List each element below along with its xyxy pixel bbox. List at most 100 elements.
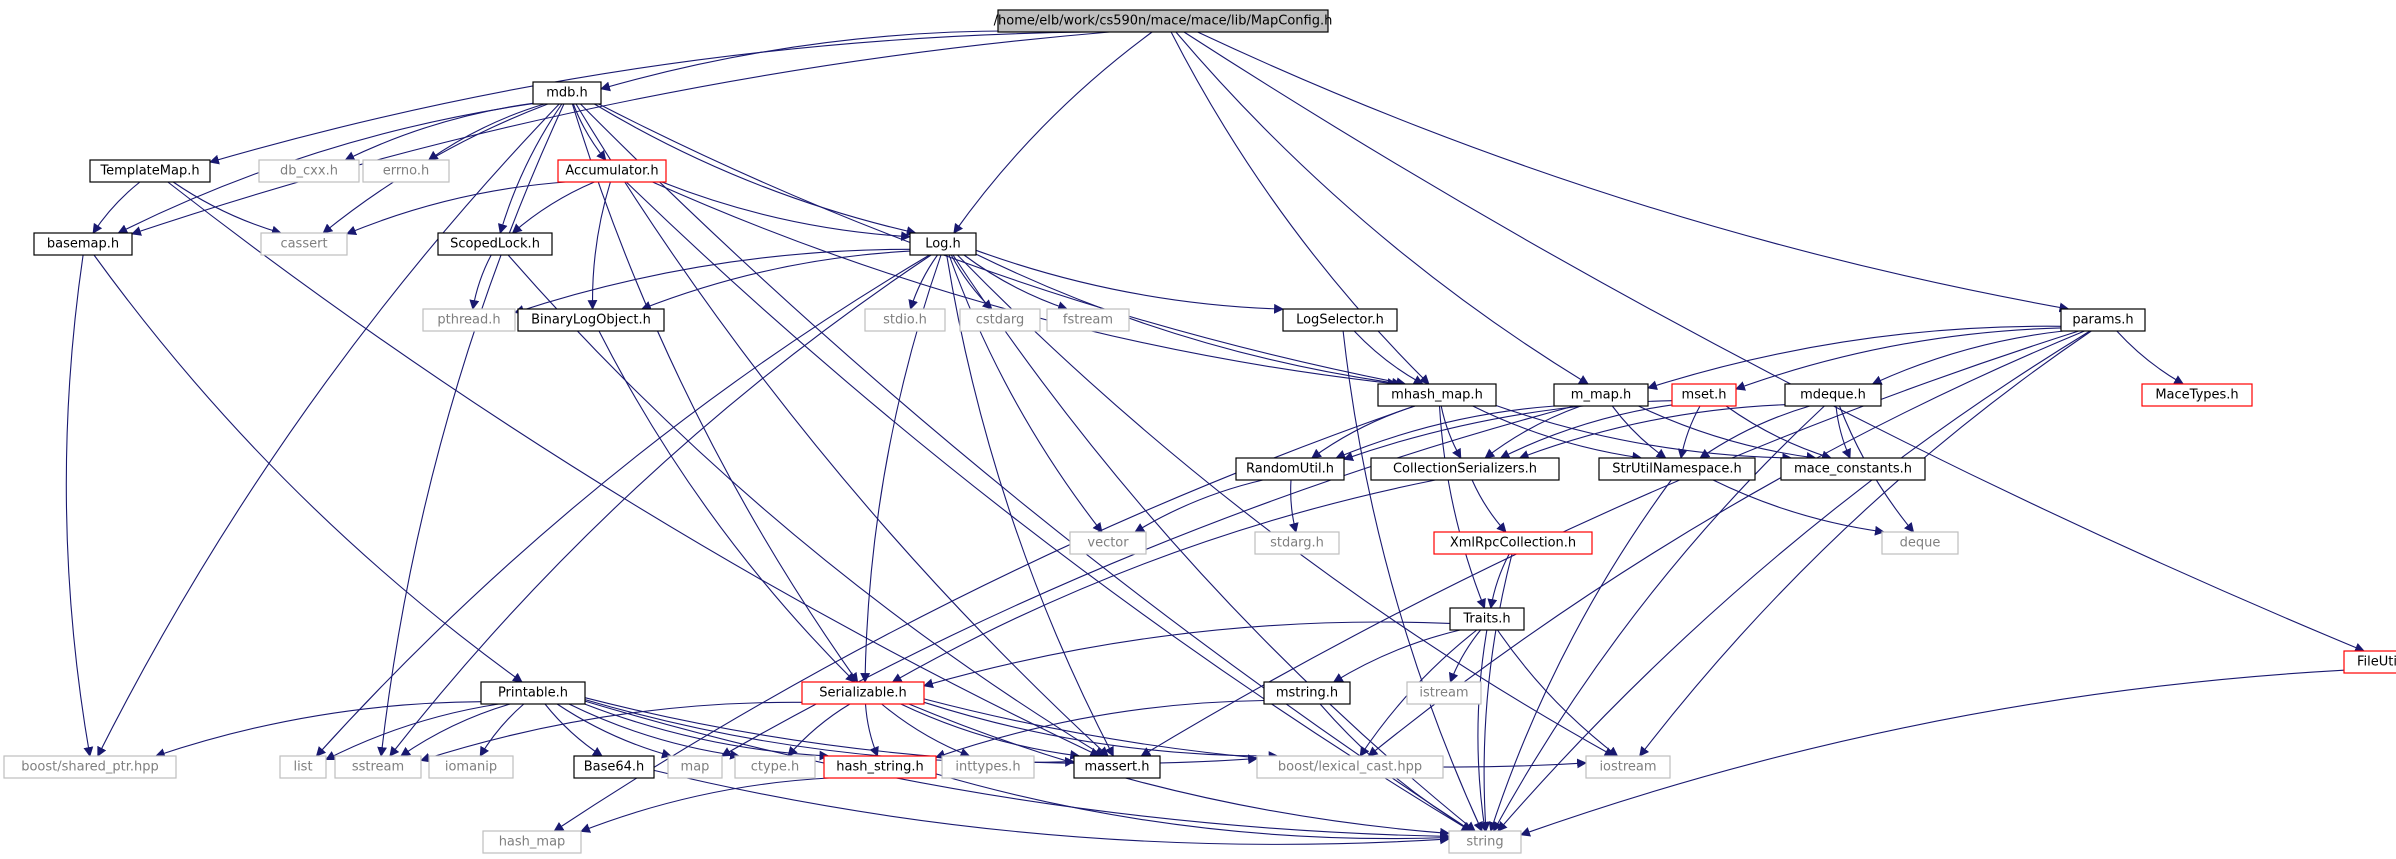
edge-mdb-to-serializable xyxy=(571,103,859,683)
node-errno[interactable]: errno.h xyxy=(362,159,450,183)
node-params[interactable]: params.h xyxy=(2060,308,2146,332)
node-base64[interactable]: Base64.h xyxy=(573,755,655,779)
edge-mmap-to-strutil xyxy=(1611,405,1667,459)
node-mdb[interactable]: mdb.h xyxy=(532,81,602,105)
node-box xyxy=(1377,383,1497,407)
edge-logh-to-logselector xyxy=(975,249,1284,314)
node-label: massert.h xyxy=(1085,760,1150,775)
node-strutil[interactable]: StrUtilNamespace.h xyxy=(1598,457,1756,481)
node-box xyxy=(1235,457,1345,481)
edge-collser-to-xmlrpc xyxy=(1471,479,1507,533)
edge-mhashmap-to-randomutil xyxy=(1311,405,1416,459)
node-logselector[interactable]: LogSelector.h xyxy=(1282,308,1398,332)
edge-mset-to-strutil xyxy=(1677,405,1701,459)
node-binarylog[interactable]: BinaryLogObject.h xyxy=(517,308,665,332)
node-cassert[interactable]: cassert xyxy=(260,232,348,256)
node-box xyxy=(734,755,816,779)
node-label: mdb.h xyxy=(546,86,588,101)
node-box xyxy=(532,81,602,105)
node-box xyxy=(959,308,1041,332)
node-fstream[interactable]: fstream xyxy=(1046,308,1130,332)
edge-logselector-to-mhashmap xyxy=(1353,330,1424,385)
node-randomutil[interactable]: RandomUtil.h xyxy=(1235,457,1345,481)
node-iomanip[interactable]: iomanip xyxy=(428,755,514,779)
node-iostream[interactable]: iostream xyxy=(1585,755,1671,779)
node-accumulator[interactable]: Accumulator.h xyxy=(557,159,667,183)
node-mhashmap[interactable]: mhash_map.h xyxy=(1377,383,1497,407)
node-basemap[interactable]: basemap.h xyxy=(33,232,133,256)
node-mdeque[interactable]: mdeque.h xyxy=(1784,383,1882,407)
node-boostlex[interactable]: boost/lexical_cast.hpp xyxy=(1256,755,1444,779)
edge-mdb-to-basemap xyxy=(117,103,534,234)
node-stdarg[interactable]: stdarg.h xyxy=(1254,531,1340,555)
node-label: cstdarg xyxy=(976,313,1025,328)
edge-serializable-to-sstream xyxy=(420,701,803,763)
node-label: ctype.h xyxy=(751,760,800,775)
node-istream[interactable]: istream xyxy=(1406,681,1482,705)
node-box xyxy=(1585,755,1671,779)
node-box xyxy=(1263,681,1351,705)
node-scopedlock[interactable]: ScopedLock.h xyxy=(437,232,553,256)
edge-mdb-to-logh xyxy=(594,103,917,236)
node-hashstring[interactable]: hash_string.h xyxy=(823,755,937,779)
edge-mapconfig-to-templatemap xyxy=(209,31,1089,165)
node-label: params.h xyxy=(2072,313,2133,328)
node-box xyxy=(1598,457,1756,481)
node-stdio[interactable]: stdio.h xyxy=(864,308,946,332)
node-macetypes[interactable]: MaceTypes.h xyxy=(2141,383,2253,407)
edge-accumulator-to-string xyxy=(625,181,1472,832)
node-collser[interactable]: CollectionSerializers.h xyxy=(1370,457,1560,481)
node-fileutil[interactable]: FileUtil.h xyxy=(2343,650,2396,674)
node-hashmap[interactable]: hash_map xyxy=(482,830,582,854)
node-inttypes[interactable]: inttypes.h xyxy=(941,755,1035,779)
node-dbcxx[interactable]: db_cxx.h xyxy=(258,159,360,183)
node-box xyxy=(334,755,422,779)
node-xmlrpc[interactable]: XmlRpcCollection.h xyxy=(1433,531,1593,555)
node-string[interactable]: string xyxy=(1448,830,1522,854)
node-traits[interactable]: Traits.h xyxy=(1449,607,1525,631)
node-label: cassert xyxy=(280,237,327,252)
node-ctype[interactable]: ctype.h xyxy=(734,755,816,779)
edge-mdeque-to-strutil xyxy=(1699,405,1810,459)
node-templatemap[interactable]: TemplateMap.h xyxy=(89,159,211,183)
node-list[interactable]: list xyxy=(279,755,327,779)
node-maceconst[interactable]: mace_constants.h xyxy=(1780,457,1926,481)
edge-logh-to-pthread xyxy=(514,248,911,315)
node-logh[interactable]: Log.h xyxy=(909,232,977,256)
node-box xyxy=(557,159,667,183)
node-box xyxy=(2060,308,2146,332)
edge-printable-to-boostshared xyxy=(154,701,482,758)
node-serializable[interactable]: Serializable.h xyxy=(801,681,925,705)
node-box xyxy=(864,308,946,332)
edge-params-to-mset xyxy=(1735,327,2062,391)
edge-fileutil-to-string xyxy=(1520,669,2345,837)
node-vector[interactable]: vector xyxy=(1069,531,1147,555)
node-boostshared[interactable]: boost/shared_ptr.hpp xyxy=(3,755,177,779)
node-map[interactable]: map xyxy=(667,755,723,779)
edge-serializable-to-iostream xyxy=(923,698,1587,769)
node-box xyxy=(422,308,516,332)
node-mset[interactable]: mset.h xyxy=(1671,383,1737,407)
node-pthread[interactable]: pthread.h xyxy=(422,308,516,332)
edge-accumulator-to-logh xyxy=(661,181,911,242)
edge-templatemap-to-cassert xyxy=(172,181,282,236)
node-massert[interactable]: massert.h xyxy=(1073,755,1161,779)
node-mapconfig[interactable]: /home/elb/work/cs590n/mace/mace/lib/MapC… xyxy=(994,9,1333,33)
node-cstdarg[interactable]: cstdarg xyxy=(959,308,1041,332)
node-label: MaceTypes.h xyxy=(2155,388,2238,403)
node-sstream[interactable]: sstream xyxy=(334,755,422,779)
node-deque[interactable]: deque xyxy=(1881,531,1959,555)
node-mstring[interactable]: mstring.h xyxy=(1263,681,1351,705)
node-box xyxy=(667,755,723,779)
node-label: boost/lexical_cast.hpp xyxy=(1278,760,1422,775)
node-label: Printable.h xyxy=(498,686,568,701)
node-printable[interactable]: Printable.h xyxy=(480,681,586,705)
edge-mstring-to-hashstring xyxy=(935,699,1265,760)
node-box xyxy=(437,232,553,256)
edge-printable-to-base64 xyxy=(544,703,603,757)
node-box xyxy=(260,232,348,256)
node-mmap[interactable]: m_map.h xyxy=(1553,383,1649,407)
edge-collser-to-serializable xyxy=(891,479,1436,683)
edge-mdeque-to-maceconst xyxy=(1835,405,1851,459)
